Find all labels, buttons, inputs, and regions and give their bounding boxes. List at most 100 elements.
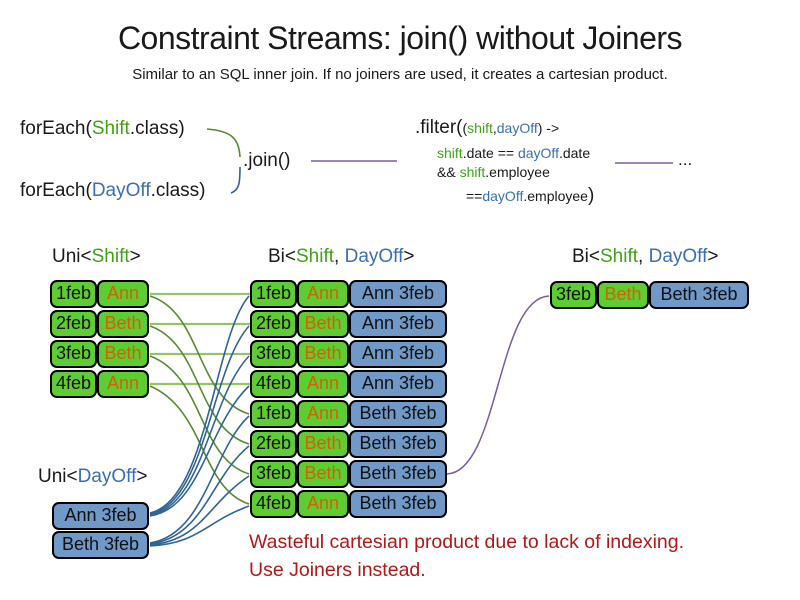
page-title: Constraint Streams: join() without Joine… [117,20,683,56]
paren: ( [462,120,468,136]
dayoff-type-token: DayOff [77,466,137,487]
cartesian-name-cell: Beth [297,430,349,458]
cartesian-date-cell: 2feb [250,310,297,338]
label-text: > [707,246,719,267]
beth-curve-3 [149,475,250,546]
shift-arg-token: shift [467,120,493,136]
label-text: Bi< [268,246,296,267]
ann-curve-4 [149,385,250,517]
ellipsis-continuation: ... [678,150,693,169]
arrow-token: ) -> [537,120,560,136]
shift-token: shift [437,145,463,161]
label-text: > [403,246,415,267]
code-filter-line2: shift.date == dayOff.date [437,145,590,161]
cartesian-dayoff-cell: Ann 3feb [349,280,447,308]
cartesian-dayoff-cell: Ann 3feb [349,370,447,398]
dayoff-token: dayOff [517,145,559,161]
shift-date-cell: 3feb [50,340,97,368]
ann-curve-1 [149,295,250,514]
equals-operator: == [466,188,483,204]
label-bi-result: Bi<Shift, DayOff> [572,246,718,268]
cartesian-date-cell: 1feb [250,400,297,428]
shift-curve-3 [149,355,250,475]
code-filter-line3: && shift.employee [437,164,550,180]
shift-name-cell: Beth [97,340,149,368]
shift-token: shift [459,164,486,180]
code-join: .join() [243,150,291,171]
cartesian-date-cell: 4feb [250,490,297,518]
label-bi-cartesian: Bi<Shift, DayOff> [268,246,414,268]
label-uni-dayoff: Uni<DayOff> [38,466,148,488]
shift-type-token: Shift [91,246,130,267]
shift-class-token: Shift [91,118,130,139]
cartesian-name-cell: Ann [297,490,349,518]
label-uni-shift: Uni<Shift> [52,246,141,268]
result-name-cell: Beth [597,281,649,309]
dayoff-row: Beth 3feb [52,531,149,559]
shift-curve-1 [149,295,250,415]
shift-curve-4 [149,385,250,505]
dayoff-type-token: DayOff [648,246,708,267]
label-text: Uni< [38,466,78,487]
filter-result-curve [446,295,550,475]
beth-curve-1 [149,415,250,544]
cartesian-name-cell: Beth [297,460,349,488]
cartesian-dayoff-cell: Beth 3feb [349,460,447,488]
result-dayoff-cell: Beth 3feb [649,281,749,309]
dayoff-arg-token: dayOff [496,120,538,136]
cartesian-dayoff-cell: Beth 3feb [349,490,447,518]
cartesian-date-cell: 3feb [250,460,297,488]
join-bracket-shift [206,128,241,158]
shift-name-cell: Ann [97,370,149,398]
shift-name-cell: Ann [97,280,149,308]
cartesian-name-cell: Ann [297,370,349,398]
cartesian-date-cell: 1feb [250,280,297,308]
cartesian-name-cell: Ann [297,280,349,308]
label-text: > [136,466,148,487]
cartesian-dayoff-cell: Beth 3feb [349,430,447,458]
code-filter-line4: == dayOff.employee) [466,185,594,207]
code-text: .employee [523,188,588,204]
shift-name-cell: Beth [97,310,149,338]
dayoff-cell: Ann 3feb [52,502,149,530]
dayoff-row: Ann 3feb [52,502,149,530]
code-text: .date == [462,145,518,161]
warning-line-1: Wasteful cartesian product due to lack o… [249,531,685,553]
label-text: Uni< [52,246,92,267]
shift-curve-2 [149,325,250,445]
shift-date-cell: 4feb [50,370,97,398]
result-date-cell: 3feb [550,281,597,309]
shift-type-token: Shift [600,246,639,267]
shift-date-cell: 1feb [50,280,97,308]
cartesian-date-cell: 3feb [250,340,297,368]
dayoff-class-token: DayOff [91,180,151,201]
shift-date-cell: 2feb [50,310,97,338]
code-text: .class) [150,180,206,201]
code-foreach-shift: forEach(Shift.class) [20,118,185,140]
join-bracket-dayoff [230,166,241,194]
and-operator: && [437,164,460,180]
beth-curve-4 [149,505,250,547]
shift-type-token: Shift [296,246,335,267]
code-filter-line1: .filter((shift, dayOff) -> [415,117,559,139]
cartesian-name-cell: Beth [297,310,349,338]
comma: , [492,120,497,136]
code-text: .date [558,145,591,161]
cartesian-date-cell: 2feb [250,430,297,458]
cartesian-dayoff-cell: Beth 3feb [349,400,447,428]
dayoff-token: dayOff [482,188,524,204]
cartesian-dayoff-cell: Ann 3feb [349,340,447,368]
cartesian-dayoff-cell: Ann 3feb [349,310,447,338]
label-text: , [638,246,649,267]
